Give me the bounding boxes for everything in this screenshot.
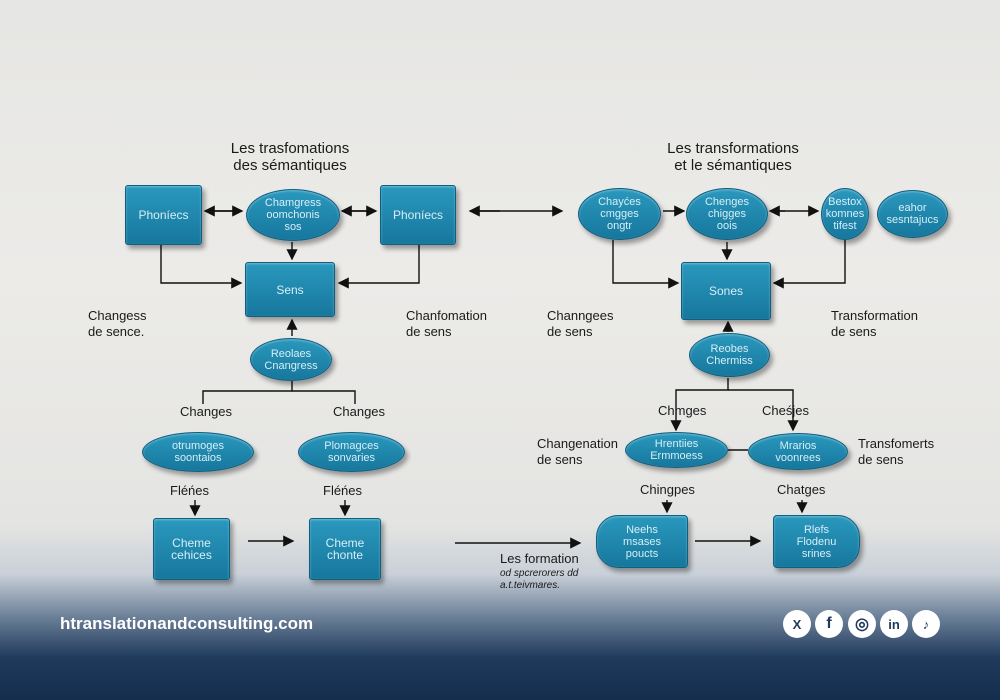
label-changenation: Changenation de sens bbox=[537, 436, 618, 467]
linkedin-icon[interactable]: in bbox=[880, 610, 908, 638]
website-link[interactable]: htranslationandconsulting.com bbox=[60, 614, 314, 633]
node-cheme-2: Cheme chonte bbox=[309, 518, 381, 580]
label-changess: Changess de sence. bbox=[88, 308, 147, 339]
node-rlefs: Rlefs Flodenu srines bbox=[773, 515, 860, 568]
node-reobes: Reobes Chermiss bbox=[689, 333, 770, 377]
label-transformation: Transformation de sens bbox=[831, 308, 918, 339]
tiktok-icon[interactable]: ♪ bbox=[912, 610, 940, 638]
instagram-icon[interactable]: ◎ bbox=[848, 610, 876, 638]
label-chmges: Chmges bbox=[658, 403, 707, 418]
node-mrarios: Mrarios voonrees bbox=[748, 433, 848, 470]
node-reolaes: Reolaes Cnangress bbox=[250, 338, 332, 381]
node-eahor: eahor sesntajucs bbox=[877, 190, 948, 238]
node-changes-ellipse: Chamgress oomchonis sos bbox=[246, 189, 340, 241]
label-changes-2: Changes bbox=[333, 404, 386, 419]
node-cheme-1: Cheme cehices bbox=[153, 518, 230, 580]
node-sens: Sens bbox=[245, 262, 335, 317]
node-sones: Sones bbox=[681, 262, 771, 320]
node-neehs: Neehs msases poucts bbox=[596, 515, 688, 568]
label-changes-1: Changes bbox=[180, 404, 233, 419]
label-flenes-2: Fléńes bbox=[323, 483, 363, 498]
node-bestox: Bestox komnes tifest bbox=[821, 188, 869, 240]
node-otrumoges: otrumoges soontaios bbox=[142, 432, 254, 472]
label-les-formation: Les formation bbox=[500, 551, 579, 566]
label-transfomerts: Transfomerts de sens bbox=[858, 436, 935, 467]
facebook-icon[interactable]: f bbox=[815, 610, 843, 638]
label-chanfomation: Chanfomation de sens bbox=[406, 308, 487, 339]
node-chayces: Chayćes cmgges ongtr bbox=[578, 188, 661, 240]
label-chesjes: Cheśjes bbox=[762, 403, 809, 418]
label-chingpes: Chingpes bbox=[640, 482, 695, 497]
label-formation-sub: od spcrerorers dd a.t.teivmares. bbox=[500, 568, 579, 591]
node-plomagces: Plomagces sonvaries bbox=[298, 432, 405, 472]
left-diagram-title: Les trasfomations des sémantiques bbox=[230, 140, 350, 174]
label-chatges: Chatges bbox=[777, 482, 826, 497]
node-chenges: Chenges chigges oois bbox=[686, 188, 768, 240]
right-diagram-title: Les transformations et le sémantiques bbox=[667, 140, 799, 174]
node-phonemes-1: Phoníecs bbox=[125, 185, 202, 245]
node-phonemes-2: Phoníecs bbox=[380, 185, 456, 245]
label-channgees: Channgees de sens bbox=[547, 308, 614, 339]
node-hrentiies: Hrentiies Ermmoess bbox=[625, 432, 728, 468]
x-icon[interactable]: X bbox=[783, 610, 811, 638]
label-flenes-1: Fléńes bbox=[170, 483, 210, 498]
